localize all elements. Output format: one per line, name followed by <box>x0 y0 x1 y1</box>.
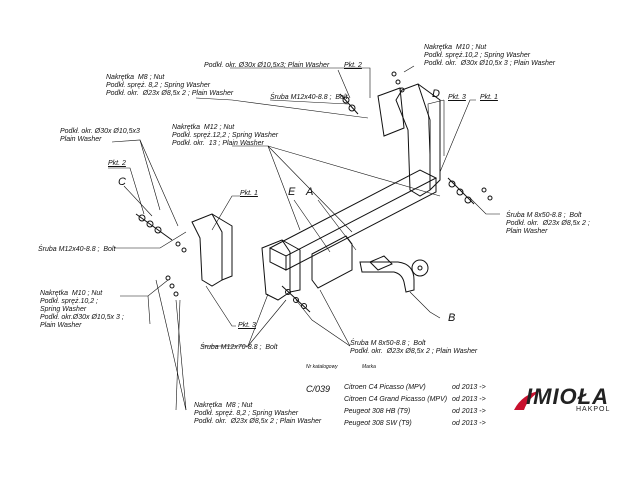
label-pkt1-mid: Pkt. 1 <box>240 190 258 197</box>
label-nut-m8-left: Nakrętka M8 ; Nut Podkł. spręż. 8,2 ; Sp… <box>106 74 234 97</box>
label-letter-a: A <box>306 186 314 198</box>
label-nut-m10-left: Nakrętka M10 ; Nut Podkł. spręż.10,2 ; S… <box>40 290 124 329</box>
vehicle-row-year: od 2013 -> <box>452 420 486 427</box>
label-pkt3-top: Pkt. 3 <box>448 94 466 101</box>
label-washer-left: Podkł. okr. Ø30x Ø10,5x3 Plain Washer <box>60 128 140 143</box>
label-bolt-m8x50-right: Śruba M 8x50-8.8 ; Bolt Podkł. okr. Ø23x… <box>506 212 590 235</box>
label-pkt1-top: Pkt. 1 <box>480 94 498 101</box>
label-washer-top: Podkł. okr. Ø30x Ø10,5x3; Plain Washer <box>204 62 330 69</box>
make-header: Marka <box>362 364 376 370</box>
cross-beam <box>268 169 438 271</box>
label-bolt-m12x40-left: Śruba M12x40-8.8 ; Bolt <box>38 246 116 253</box>
vehicle-row-model: Citroen C4 Grand Picasso (MPV) <box>344 396 448 403</box>
socket-plate <box>311 235 353 289</box>
label-nut-m12: Nakrętka M12 ; Nut Podkł. spręż.12,2 ; S… <box>172 124 279 147</box>
label-letter-c: C <box>118 176 126 188</box>
logo-sub: HAKPOL <box>576 406 611 413</box>
catalog-header: Nr katalogowy <box>306 364 338 370</box>
left-bracket <box>191 213 223 287</box>
label-letter-d: D <box>432 88 440 100</box>
imiola-logo-swoosh <box>514 390 542 410</box>
catalog-number: C/039 <box>306 384 331 394</box>
label-bolt-m12x70: Śruba M12x70-8.8 ; Bolt <box>200 344 278 351</box>
label-bolt-m12x40-top: Śruba M12x40-8.8 ; Bolt <box>270 94 348 101</box>
vehicle-row-model: Citroen C4 Picasso (MPV) <box>344 384 426 391</box>
vehicle-row-year: od 2013 -> <box>452 384 486 391</box>
vehicle-row-year: od 2013 -> <box>452 408 486 415</box>
vehicle-row-model: Peugeot 308 SW (T9) <box>344 420 412 427</box>
lower-bolts <box>281 285 311 313</box>
label-pkt3-mid: Pkt. 3 <box>238 322 256 329</box>
logo-name: IMIOŁA <box>526 384 609 409</box>
label-letter-e: E <box>288 186 296 198</box>
tow-ball-neck <box>359 261 415 293</box>
top-bolts <box>339 71 405 115</box>
label-bolt-m8x50-bottom: Śruba M 8x50-8.8 ; Bolt Podkł. okr. Ø23x… <box>350 340 478 355</box>
left-bolts <box>135 213 187 297</box>
label-nut-m10-top: Nakrętka M10 ; Nut Podkł. spręż.10,2 ; S… <box>424 44 556 67</box>
label-pkt2-top: Pkt. 2 <box>344 62 362 69</box>
vehicle-row-model: Peugeot 308 HB (T9) <box>344 408 411 415</box>
right-bolts <box>447 177 493 205</box>
vehicle-row-year: od 2013 -> <box>452 396 486 403</box>
tow-ball <box>411 259 429 277</box>
label-letter-b: B <box>448 312 456 324</box>
label-pkt2-left: Pkt. 2 <box>108 160 126 167</box>
label-nut-m8-bottom: Nakrętka M8 ; Nut Podkł. spręż. 8,2 ; Sp… <box>194 402 322 425</box>
right-bracket <box>395 83 431 197</box>
